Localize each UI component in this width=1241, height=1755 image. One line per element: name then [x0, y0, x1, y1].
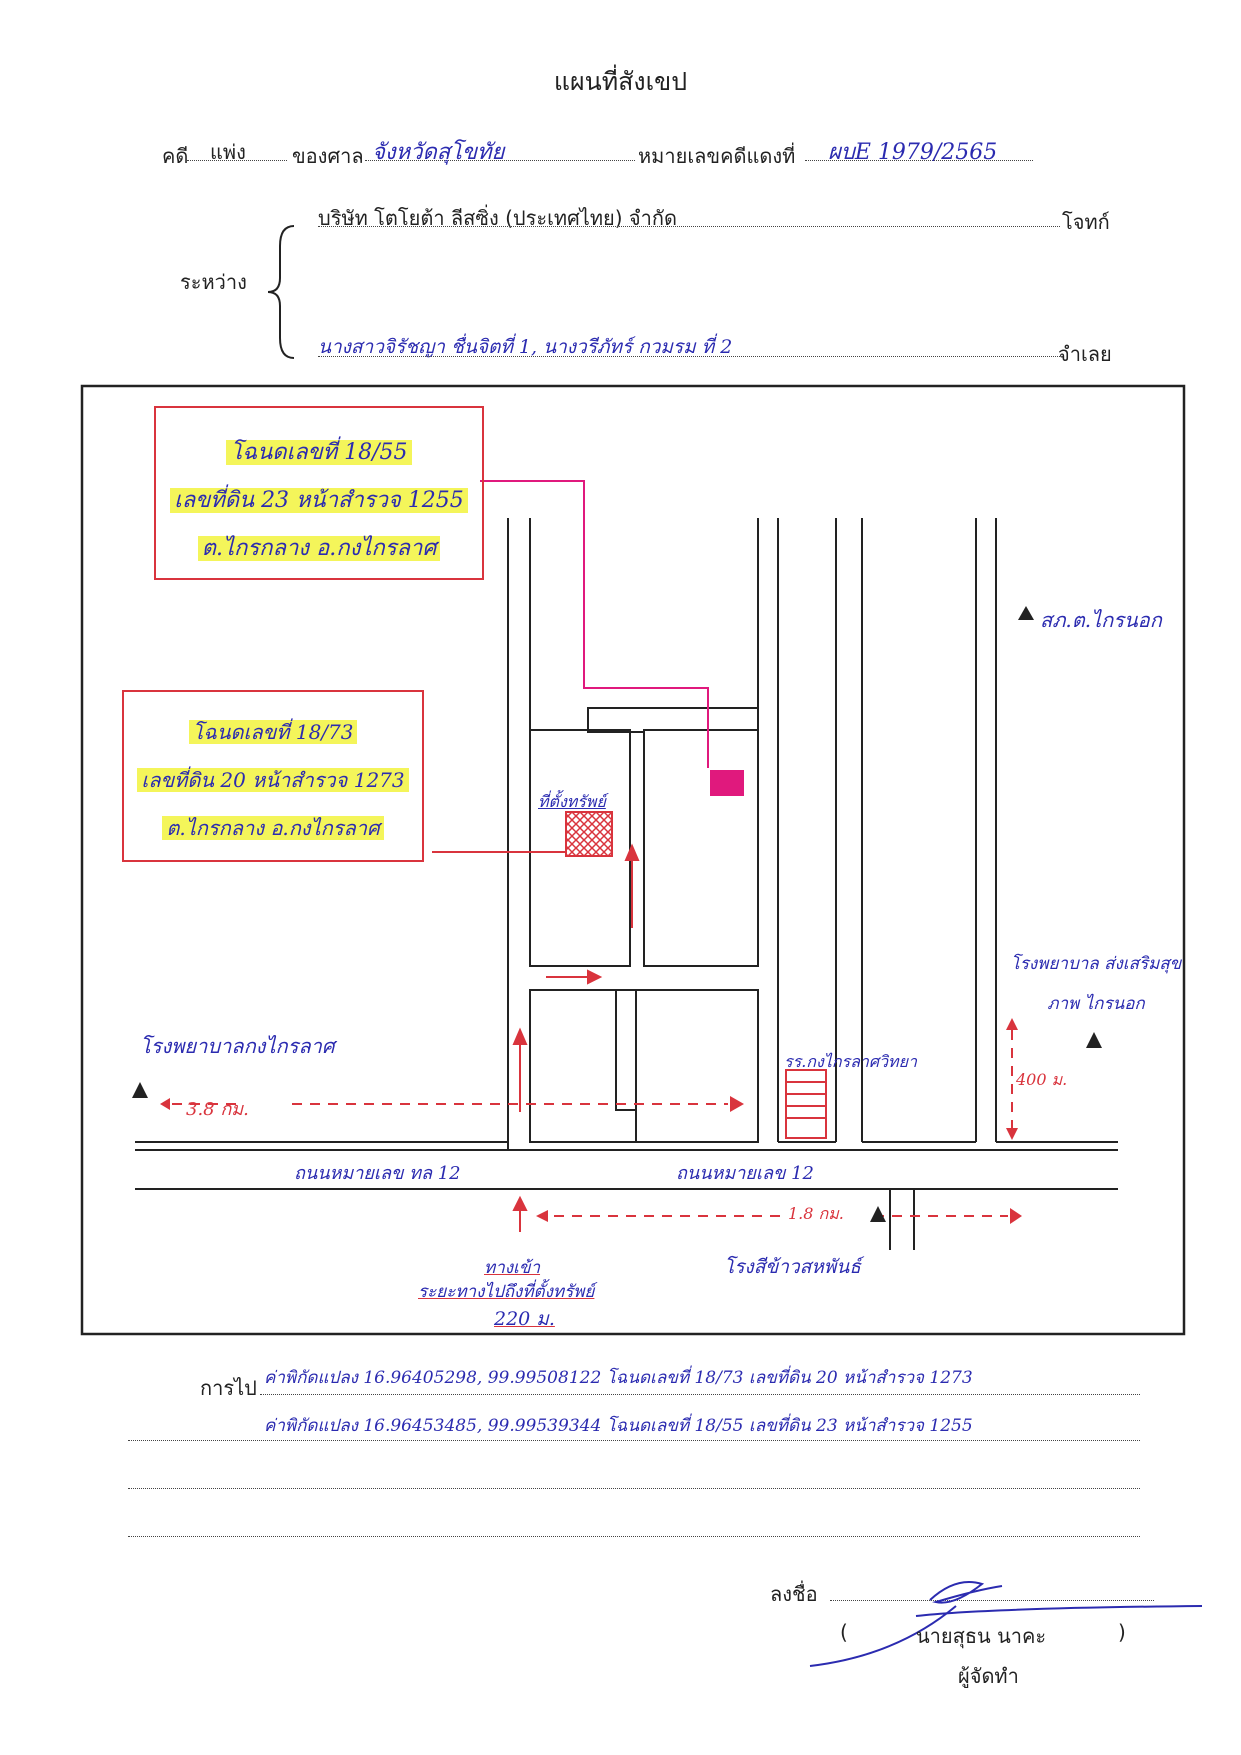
block-top	[587, 707, 759, 733]
box1-location: ต.ไกรกลาง อ.กงไกรลาศ	[197, 536, 441, 561]
box1-deed-number: โฉนดเลขที่ 18/55	[226, 440, 412, 465]
distance-vertical-label: 400 ม.	[1016, 1070, 1068, 1089]
title-deed-box-18-73: โฉนดเลขที่ 18/73 เลขที่ดิน 20 หน้าสำรวจ …	[122, 690, 424, 862]
sign-label: ลงชื่อ	[770, 1582, 818, 1606]
handwritten-signature	[809, 1581, 1203, 1667]
entrance-label: ทางเข้า	[484, 1258, 541, 1278]
block-right-upper	[643, 729, 759, 967]
property-location-marker	[565, 811, 613, 857]
box2-location: ต.ไกรกลาง อ.กงไกรลาศ	[162, 816, 384, 840]
hospital-right-label: โรงพยาบาล ส่งเสริมสุขภาพ ไกรนอก	[1010, 954, 1182, 1014]
distance-bottom-label: 1.8 กม.	[788, 1204, 844, 1223]
hospital-right-icon	[1086, 1032, 1102, 1048]
red-case-number: ผบE 1979/2565	[828, 140, 998, 165]
preparer-name: นายสุธน นาคะ	[916, 1624, 1047, 1648]
hospital-left-label: โรงพยาบาลกงไกรลาศ	[140, 1034, 335, 1058]
defendant-role: จำเลย	[1058, 342, 1112, 366]
police-icon	[1018, 606, 1034, 620]
red-case-number-label: หมายเลขคดีแดงที่	[638, 144, 796, 168]
block-left-upper	[529, 729, 631, 967]
box2-land-number: เลขที่ดิน 20 หน้าสำรวจ 1273	[137, 768, 409, 792]
road-right-label: ถนนหมายเลข 12	[676, 1163, 815, 1184]
entrance-distance-caption: ระยะทางไปถึงที่ตั้งทรัพย์	[418, 1282, 595, 1302]
close-paren: )	[1118, 1620, 1126, 1644]
police-station-label: สภ.ต.ไกรนอก	[1040, 608, 1162, 632]
defendant-name: นางสาวจิรัชญา ชื่นจิตที่ 1, นางวรีภัทร์ …	[318, 336, 733, 358]
mill-icon	[870, 1206, 886, 1222]
hospital-left-icon	[132, 1082, 148, 1098]
directions-line-1: ค่าพิกัดแปลง 16.96405298, 99.99508122 โฉ…	[264, 1368, 973, 1388]
court-label: ของศาล	[292, 144, 364, 168]
case-label: คดี	[162, 144, 189, 168]
block-right-lower	[635, 989, 759, 1143]
road-left-label: ถนนหมายเลข ทล 12	[294, 1163, 461, 1184]
brace-icon	[267, 225, 295, 359]
school-label: รร.กงไกรลาศวิทยา	[784, 1052, 917, 1071]
box1-land-number: เลขที่ดิน 23 หน้าสำรวจ 1255	[170, 488, 468, 513]
parcel-18-55-marker	[710, 770, 744, 796]
directions-line-2: ค่าพิกัดแปลง 16.96453485, 99.99539344 โฉ…	[264, 1416, 973, 1436]
box2-deed-number: โฉนดเลขที่ 18/73	[188, 720, 358, 744]
entrance-distance: 220 ม.	[494, 1308, 555, 1330]
case-type: แพ่ง	[210, 140, 246, 164]
preparer-role: ผู้จัดทำ	[958, 1664, 1019, 1688]
between-label: ระหว่าง	[180, 270, 247, 294]
school-marker	[785, 1069, 827, 1139]
title-deed-box-18-55: โฉนดเลขที่ 18/55 เลขที่ดิน 23 หน้าสำรวจ …	[154, 406, 484, 580]
rice-mill-label: โรงสีข้าวสหพันธ์	[724, 1256, 861, 1278]
map-frame	[80, 384, 1186, 1336]
directions-label: การไป	[200, 1376, 257, 1400]
court-name: จังหวัดสุโขทัย	[372, 140, 505, 165]
open-paren: (	[840, 1620, 848, 1644]
property-label: ที่ตั้งทรัพย์	[538, 792, 606, 811]
box1-connector	[480, 480, 709, 768]
page-title: แผนที่สังเขป	[553, 67, 688, 96]
plaintiff-role: โจทก์	[1062, 210, 1110, 234]
alley-divider	[615, 989, 637, 1111]
distance-left-label: 3.8 กม.	[186, 1099, 249, 1120]
